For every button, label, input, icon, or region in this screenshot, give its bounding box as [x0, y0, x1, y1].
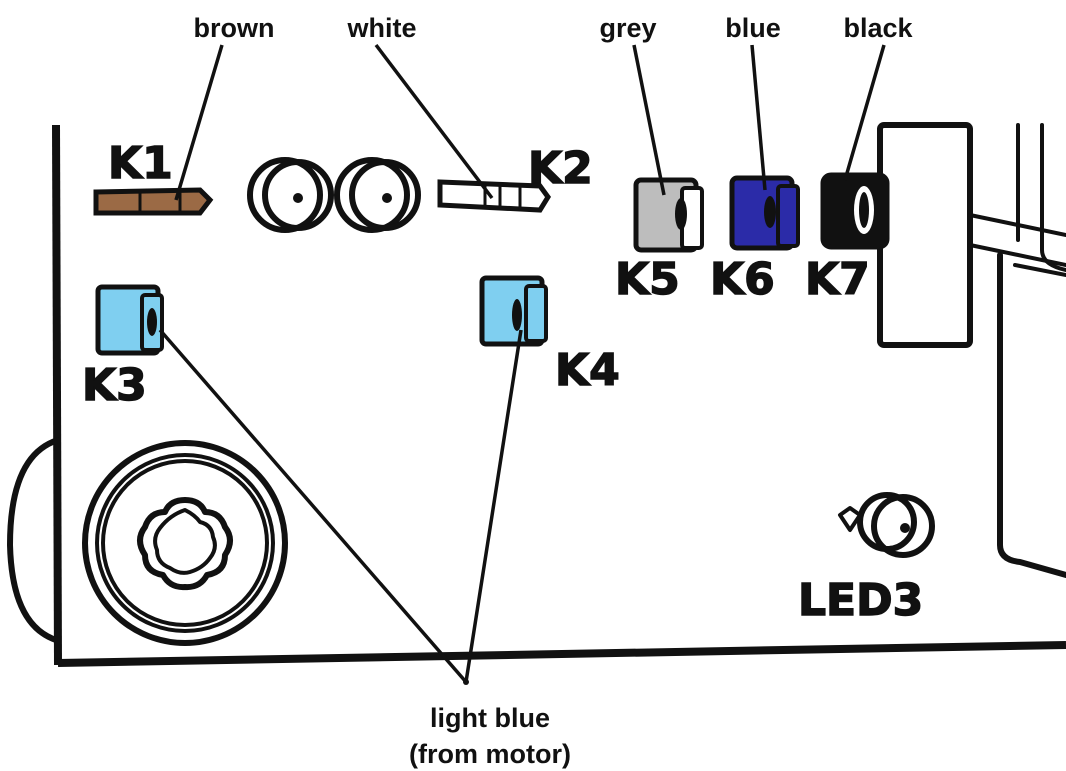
wire-label-grey: grey [599, 13, 656, 43]
terminal-k5 [633, 177, 704, 253]
terminal-k4 [479, 275, 548, 347]
leader-blue [750, 44, 767, 191]
leader-k4 [464, 329, 523, 683]
leader-white [374, 43, 494, 200]
round-connector-left [247, 157, 334, 233]
terminal-label-k3: K3 [82, 360, 147, 411]
from-motor-label: (from motor) [409, 739, 571, 769]
torx-screw-icon [137, 497, 233, 591]
wire-label-black: black [843, 13, 913, 43]
terminal-label-k2: K2 [528, 143, 593, 194]
terminal-label-k5: K5 [615, 254, 680, 305]
terminal-k6 [729, 175, 800, 251]
wire-label-brown: brown [194, 13, 275, 43]
terminal-label-k6: K6 [710, 254, 775, 305]
leader-black [843, 44, 886, 181]
leader-lines [158, 43, 886, 685]
light-blue-label: light blue [430, 703, 550, 733]
terminal-k7 [820, 172, 890, 250]
wire-label-white: white [346, 13, 416, 43]
led3-label: LED3 [798, 575, 923, 626]
terminal-label-k1: K1 [108, 138, 173, 189]
leader-k3 [158, 328, 468, 684]
terminal-k2 [437, 179, 552, 213]
terminal-k3 [95, 284, 164, 356]
wire-label-blue: blue [725, 13, 781, 43]
round-connector-right [334, 157, 421, 233]
terminal-label-k7: K7 [805, 254, 870, 305]
terminal-label-k4: K4 [555, 345, 620, 396]
terminal-k1 [93, 187, 214, 216]
leader-brown [174, 44, 224, 201]
leader-grey [632, 44, 666, 196]
led3-component [838, 492, 935, 558]
screw-mount [7, 437, 288, 646]
circuit-board [52, 124, 1066, 667]
